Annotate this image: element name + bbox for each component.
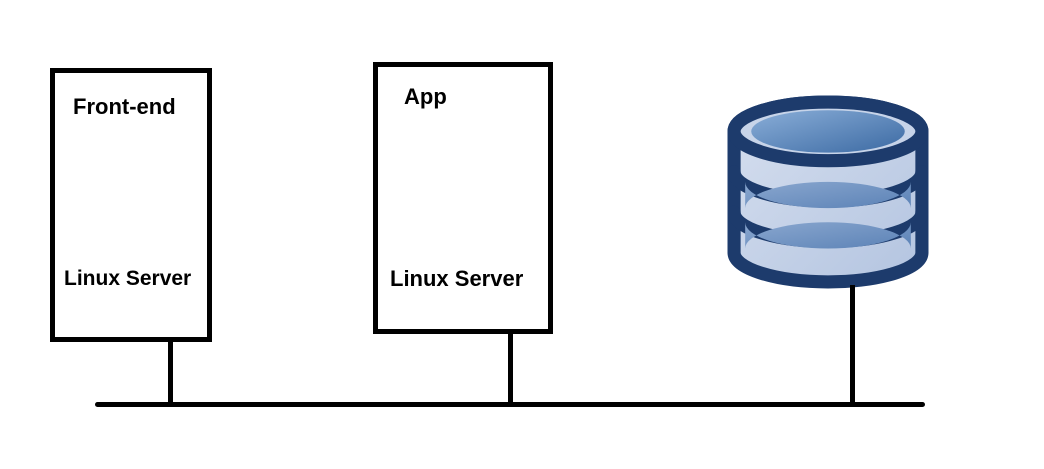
frontend-network-connector xyxy=(168,340,173,405)
network-bus-line xyxy=(95,402,925,407)
frontend-platform-label: Linux Server xyxy=(64,267,192,290)
database-node xyxy=(727,95,929,289)
database-top-surface xyxy=(751,110,905,153)
app-title-label: App xyxy=(404,84,447,109)
database-band-inner xyxy=(745,181,911,209)
database-network-connector xyxy=(850,285,855,405)
app-server-node: App Linux Server xyxy=(373,62,553,334)
app-network-connector xyxy=(508,332,513,405)
database-band-inner xyxy=(745,222,911,249)
frontend-server-node: Front-end Linux Server xyxy=(50,68,212,342)
app-platform-label: Linux Server xyxy=(390,266,524,291)
frontend-title-label: Front-end xyxy=(73,94,176,119)
database-icon xyxy=(727,95,929,289)
